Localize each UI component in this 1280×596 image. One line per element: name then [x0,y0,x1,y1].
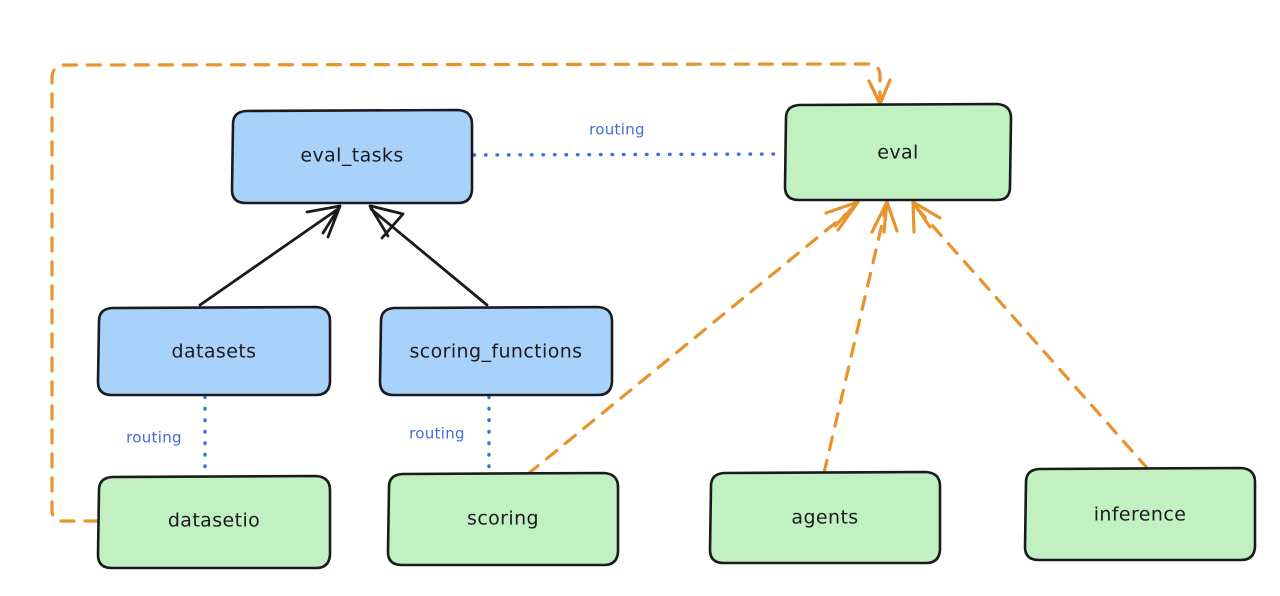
node-eval[interactable]: eval [783,102,1013,202]
edge-label-routing-datasets: routing [126,429,182,447]
node-agents[interactable]: agents [708,470,942,565]
node-agents-shape [708,470,942,565]
node-scoring-shape [386,471,620,567]
node-scoring-functions-shape [378,305,614,397]
node-inference[interactable]: inference [1023,466,1257,562]
node-scoring-functions[interactable]: scoring_functions [378,305,614,397]
node-datasetio-label: datasetio [168,510,260,532]
node-scoring-functions-label: scoring_functions [410,341,583,363]
node-eval-tasks[interactable]: eval_tasks [230,108,474,205]
node-datasets-label: datasets [172,341,257,363]
node-scoring[interactable]: scoring [386,471,620,567]
edge-agents-to-eval [822,200,899,475]
node-scoring-label: scoring [467,508,539,530]
node-datasets[interactable]: datasets [96,305,332,397]
edge-label-routing-scoring-functions: routing [409,425,465,443]
node-eval-shape [783,102,1013,202]
edge-scoring-to-eval [526,200,860,476]
node-datasetio[interactable]: datasetio [96,474,332,570]
node-agents-label: agents [791,507,858,529]
node-eval-label: eval [877,142,918,164]
node-datasets-shape [96,305,332,397]
node-datasetio-shape [96,474,332,570]
node-eval-tasks-label: eval_tasks [300,145,403,167]
edge-datasets-to-eval-tasks [198,204,342,307]
edge-label-routing-top: routing [589,121,645,139]
edge-scoring-functions-to-eval-tasks [368,204,489,307]
node-inference-label: inference [1094,504,1187,526]
edge-eval-tasks-to-eval-routing [472,152,785,157]
node-eval-tasks-shape [230,108,474,205]
node-inference-shape [1023,466,1257,562]
edge-inference-to-eval [911,200,1150,471]
